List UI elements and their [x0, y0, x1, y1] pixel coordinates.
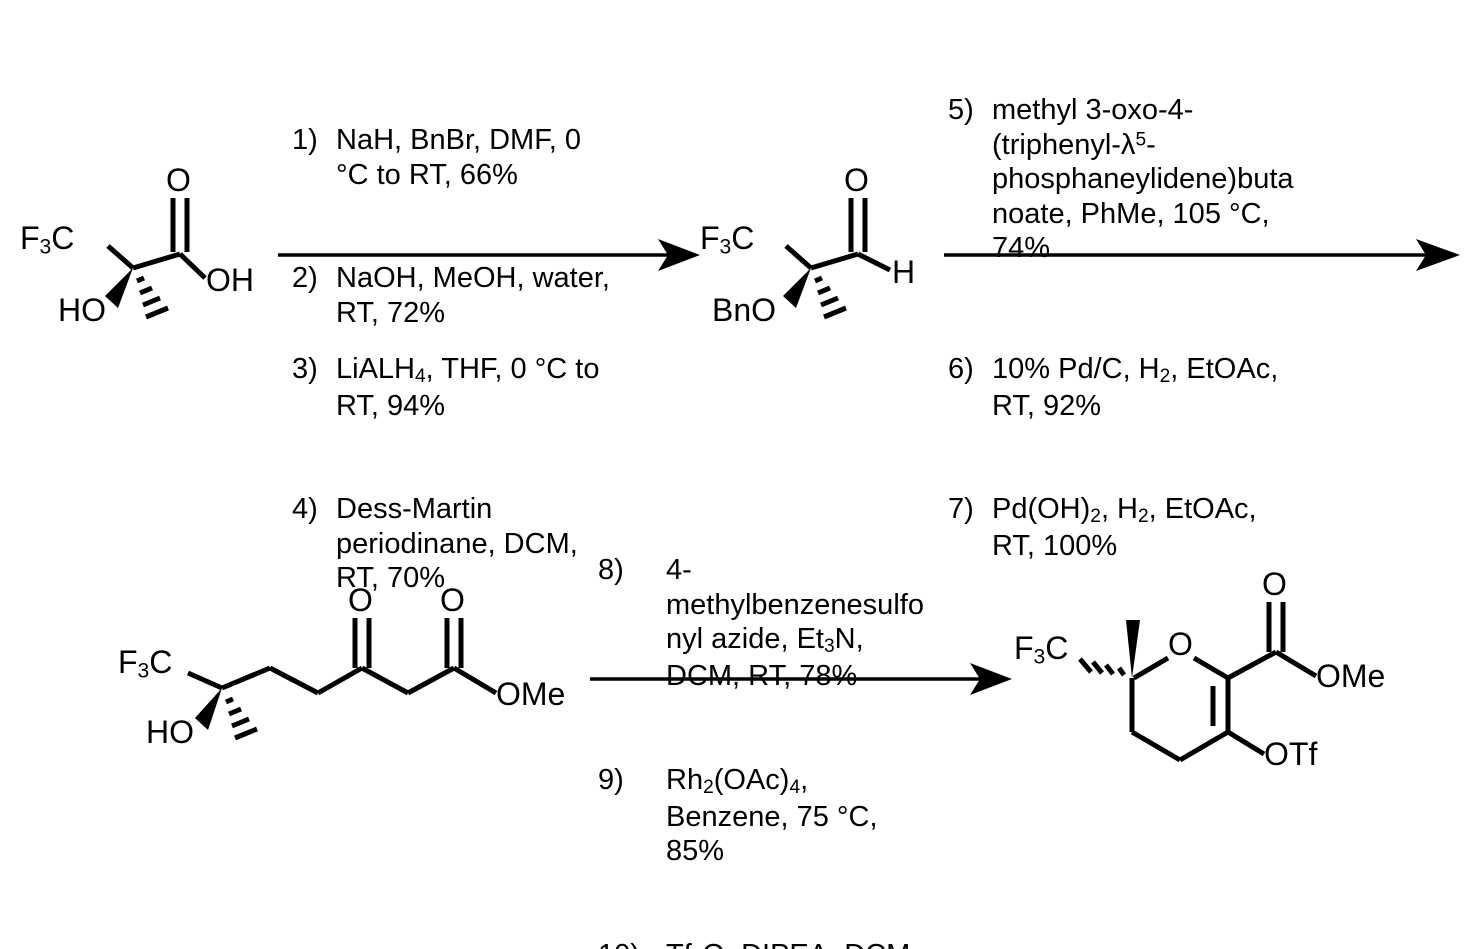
- reagent-9-text: Rh2(OAc)4,Benzene, 75 °C,85%: [666, 764, 878, 868]
- reagent-6-text: 10% Pd/C, H2, EtOAc,RT, 92%: [992, 353, 1279, 422]
- label-cf3: F3C: [118, 644, 173, 683]
- arrow-3-glyph: [590, 663, 1012, 695]
- reagents-6-7-below-arrow-2: 6) 10% Pd/C, H2, EtOAc,RT, 92% 7) Pd(OH)…: [948, 283, 1408, 633]
- label-ho: HO: [146, 714, 194, 750]
- label-carbonyl-oxygen: O: [844, 162, 869, 198]
- label-carbonyl-oxygen: O: [1262, 566, 1287, 602]
- reagent-item-6: 6) 10% Pd/C, H2, EtOAc,RT, 92%: [948, 352, 1408, 423]
- reagent-4-number: 4): [292, 493, 318, 526]
- reagent-2-text: NaOH, MeOH, water,RT, 72%: [336, 262, 610, 329]
- reagent-2-number: 2): [292, 262, 318, 294]
- label-carbonyl-oxygen: O: [166, 162, 191, 198]
- reagent-item-10: 10) Tf2O, DIPEA, DCM,-20 °C, 70%: [598, 938, 998, 949]
- structure-starting-material: F3C O OH HO: [0, 160, 280, 350]
- structure-dihydropyran-product: F3C O O OMe OTf: [1000, 568, 1440, 810]
- reagent-9-number: 9): [598, 764, 624, 796]
- reagents-1-2-above-arrow-1: 1) NaH, BnBr, DMF, 0°C to RT, 66% 2) NaO…: [292, 54, 702, 399]
- arrow-1: [276, 238, 706, 272]
- arrow-3: [588, 662, 1018, 696]
- structure-4-bonds: [1078, 602, 1318, 763]
- reagent-5-above-arrow-2: 5) methyl 3-oxo-4-(triphenyl-λ5-phosphan…: [948, 24, 1408, 335]
- label-ome: OMe: [1316, 658, 1386, 694]
- label-cf3: F3C: [700, 220, 755, 259]
- label-ring-oxygen: O: [1168, 626, 1193, 662]
- reagent-1-number: 1): [292, 124, 318, 156]
- label-ketone-oxygen: O: [348, 582, 373, 618]
- structure-2-bonds: [783, 198, 892, 320]
- label-ome: OMe: [496, 676, 566, 712]
- reagent-item-5: 5) methyl 3-oxo-4-(triphenyl-λ5-phosphan…: [948, 93, 1408, 266]
- reagent-1-text: NaH, BnBr, DMF, 0°C to RT, 66%: [336, 124, 581, 191]
- reagent-item-2: 2) NaOH, MeOH, water,RT, 72%: [292, 261, 702, 330]
- reagent-8-number: 8): [598, 554, 624, 586]
- label-cf3: F3C: [1014, 630, 1069, 669]
- reagents-9-10-below-arrow-3: 9) Rh2(OAc)4,Benzene, 75 °C,85% 10) Tf2O…: [598, 694, 998, 949]
- label-ho: HO: [58, 292, 106, 328]
- reagent-5-number: 5): [948, 94, 974, 126]
- reagent-10-text: Tf2O, DIPEA, DCM,-20 °C, 70%: [666, 938, 998, 949]
- structure-1-bonds: [105, 198, 207, 320]
- label-benzyloxy: BnO: [712, 292, 777, 328]
- label-hydroxyl: OH: [206, 262, 254, 298]
- reagent-3-number: 3): [292, 353, 318, 385]
- arrow-2: [942, 238, 1462, 272]
- label-cf3: F3C: [20, 220, 75, 259]
- reagent-7-number: 7): [948, 493, 974, 526]
- reagent-item-9: 9) Rh2(OAc)4,Benzene, 75 °C,85%: [598, 763, 998, 869]
- reagent-item-1: 1) NaH, BnBr, DMF, 0°C to RT, 66%: [292, 123, 702, 192]
- structure-3-bonds: [186, 618, 498, 741]
- structure-benzyloxy-aldehyde: F3C O H BnO: [700, 160, 950, 350]
- reagent-10-number: 10): [598, 938, 666, 949]
- label-ester-oxygen: O: [440, 582, 465, 618]
- label-otf: OTf: [1264, 736, 1318, 772]
- arrow-1-glyph: [278, 239, 700, 271]
- label-aldehyde-hydrogen: H: [892, 254, 916, 290]
- arrow-2-glyph: [944, 239, 1460, 271]
- structure-keto-ester: F3C O O OMe HO: [100, 580, 600, 800]
- reagent-5-text: methyl 3-oxo-4-(triphenyl-λ5-phosphaneyl…: [992, 94, 1294, 264]
- reagent-6-number: 6): [948, 353, 974, 385]
- reagent-7-text: Pd(OH)2, H2, EtOAc,RT, 100%: [992, 493, 1257, 563]
- reagent-item-7: 7) Pd(OH)2, H2, EtOAc,RT, 100%: [948, 492, 1408, 563]
